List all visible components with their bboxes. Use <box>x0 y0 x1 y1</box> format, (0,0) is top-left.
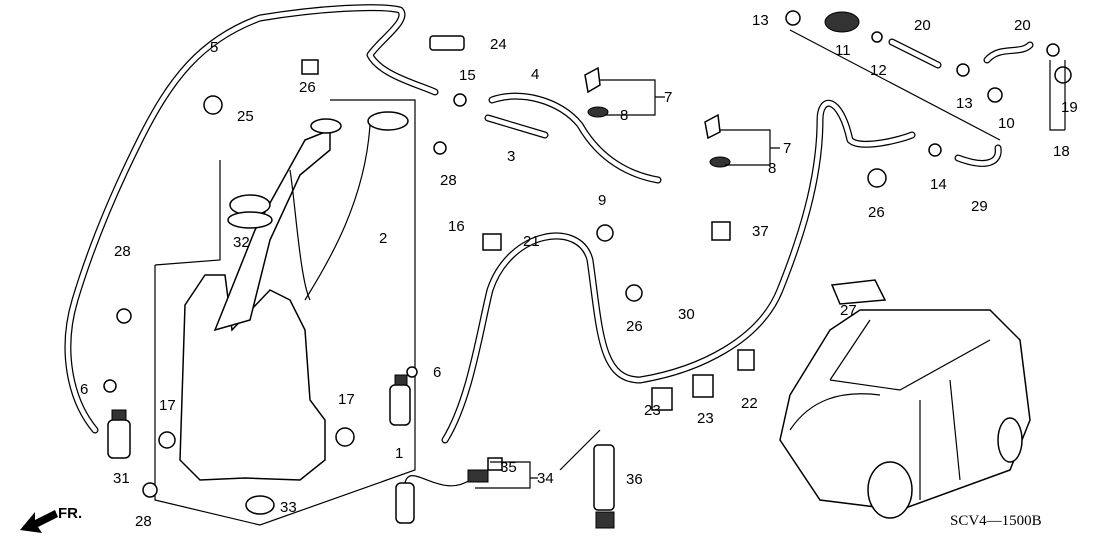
callout-7: 7 <box>783 140 791 157</box>
callout-37: 37 <box>752 223 769 240</box>
callout-14: 14 <box>930 176 947 193</box>
callout-17: 17 <box>338 391 355 408</box>
callout-26: 26 <box>626 318 643 335</box>
callout-9: 9 <box>598 192 606 209</box>
callout-35: 35 <box>500 459 517 476</box>
callout-20: 20 <box>1014 17 1031 34</box>
callout-23: 23 <box>644 402 661 419</box>
callout-33: 33 <box>280 499 297 516</box>
callout-13: 13 <box>956 95 973 112</box>
callout-26: 26 <box>299 79 316 96</box>
diagram-code: SCV4—1500B <box>950 513 1042 529</box>
washer-reservoir <box>154 99 416 526</box>
callout-32: 32 <box>233 234 250 251</box>
callout-25: 25 <box>237 108 254 125</box>
callout-31: 31 <box>113 470 130 487</box>
callout-19: 19 <box>1061 99 1078 116</box>
hose-5 <box>64 4 439 434</box>
hose-30 <box>441 99 916 444</box>
bracket-18 <box>1049 60 1066 131</box>
callout-11: 11 <box>835 42 851 59</box>
callout-10: 10 <box>998 115 1015 132</box>
callout-2: 2 <box>379 230 387 247</box>
callout-5: 5 <box>210 39 218 56</box>
callout-20: 20 <box>914 17 931 34</box>
washer-pump-31 <box>107 409 131 459</box>
leader-13 <box>789 29 1001 141</box>
front-direction-arrow: FR. <box>20 505 82 533</box>
hose-20 <box>888 38 1034 69</box>
callout-8: 8 <box>768 160 776 177</box>
hose-4 <box>488 92 662 184</box>
callout-23: 23 <box>697 410 714 427</box>
bracket-7b <box>720 129 780 166</box>
hose-3 <box>484 114 549 139</box>
callout-28: 28 <box>135 513 152 530</box>
callout-15: 15 <box>459 67 476 84</box>
callout-7: 7 <box>664 89 672 106</box>
callout-18: 18 <box>1053 143 1070 160</box>
callout-26: 26 <box>868 204 885 221</box>
callout-12: 12 <box>870 62 887 79</box>
sensor-36 <box>559 429 615 529</box>
callout-27: 27 <box>840 302 857 319</box>
callout-30: 30 <box>678 306 695 323</box>
bracket-34 <box>475 461 538 489</box>
callout-28: 28 <box>114 243 131 260</box>
callout-6: 6 <box>433 364 441 381</box>
callout-22: 22 <box>741 395 758 412</box>
callout-4: 4 <box>531 66 539 83</box>
callout-28: 28 <box>440 172 457 189</box>
callout-17: 17 <box>159 397 176 414</box>
level-sensor-34 <box>395 469 489 524</box>
direction-label: FR. <box>58 505 82 522</box>
small-parts <box>103 10 1072 515</box>
callout-16: 16 <box>448 218 465 235</box>
callout-29: 29 <box>971 198 988 215</box>
callout-24: 24 <box>490 36 507 53</box>
callout-34: 34 <box>537 470 554 487</box>
callout-6: 6 <box>80 381 88 398</box>
callout-36: 36 <box>626 471 643 488</box>
washer-pump-1 <box>389 374 411 426</box>
callout-13: 13 <box>752 12 769 29</box>
callout-21: 21 <box>523 233 540 250</box>
bracket-7 <box>600 79 665 116</box>
callout-8: 8 <box>620 107 628 124</box>
hose-29 <box>954 144 1002 167</box>
callout-1: 1 <box>395 445 403 462</box>
vehicle-illustration <box>779 309 1031 519</box>
callout-3: 3 <box>507 148 515 165</box>
